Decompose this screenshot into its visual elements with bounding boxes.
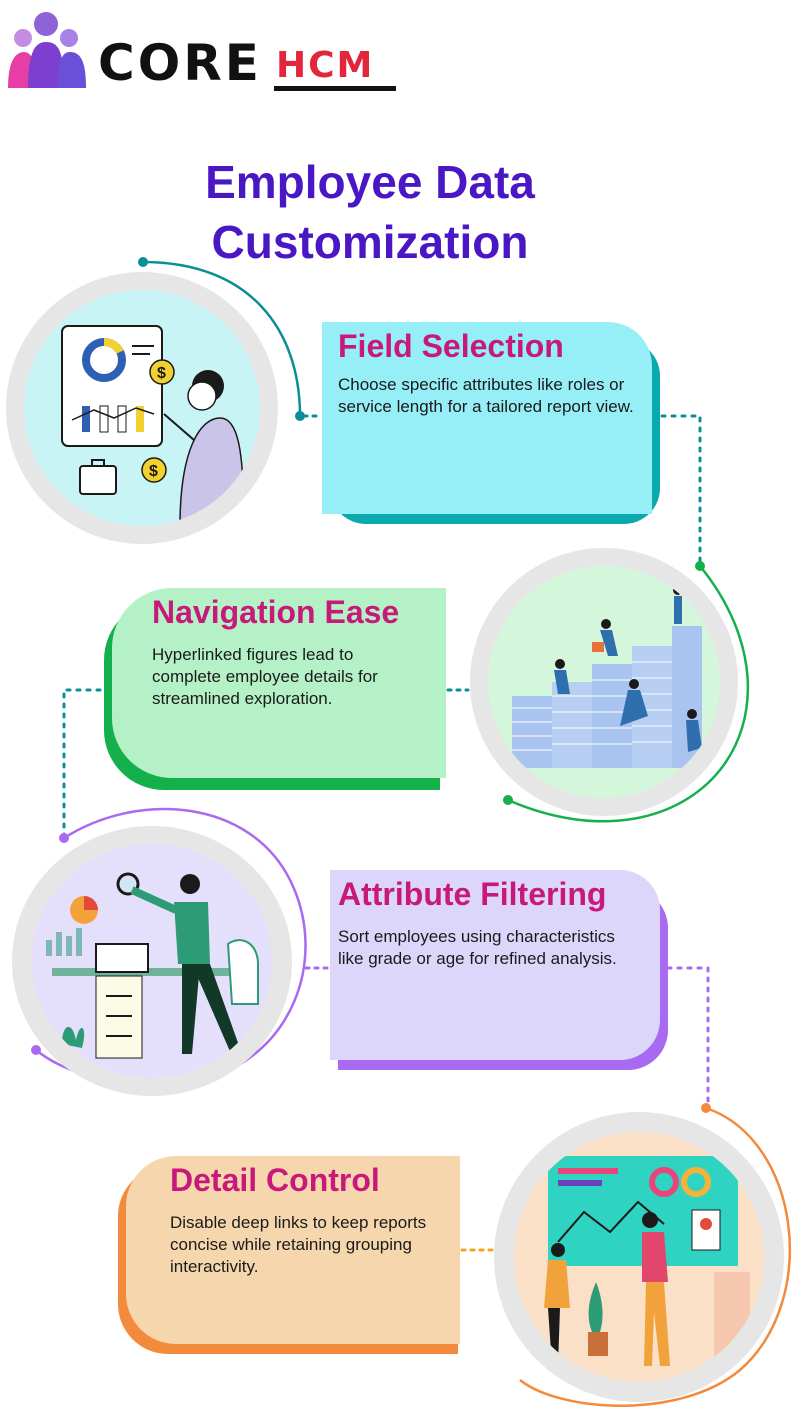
detail-control-text: Disable deep links to keep reports conci… bbox=[170, 1213, 427, 1276]
title-line-1: Employee Data bbox=[205, 156, 535, 208]
detail-control-card: Detail Control Disable deep links to kee… bbox=[126, 1156, 460, 1344]
svg-text:$: $ bbox=[149, 463, 158, 480]
navigation-ease-card: Navigation Ease Hyperlinked figures lead… bbox=[112, 588, 446, 778]
title-line-2: Customization bbox=[211, 216, 529, 268]
page-title: Employee Data Customization bbox=[150, 152, 590, 272]
field-selection-card: Field Selection Choose specific attribut… bbox=[322, 322, 652, 514]
detail-control-title: Detail Control bbox=[170, 1162, 380, 1198]
logo-underline bbox=[274, 86, 396, 91]
attribute-filtering-title: Attribute Filtering bbox=[338, 876, 607, 912]
people-logo-icon bbox=[8, 12, 86, 88]
detail-control-illustration-frame bbox=[494, 1112, 784, 1402]
brand-logo: CORE HCM bbox=[6, 8, 406, 98]
attribute-filtering-illustration-frame bbox=[12, 826, 292, 1096]
logo-core-text: CORE bbox=[98, 34, 262, 92]
financial-report-illustration: $ $ bbox=[61, 325, 245, 526]
desk-analyst-illustration bbox=[46, 872, 259, 1059]
dashboard-team-illustration bbox=[544, 1156, 750, 1366]
field-selection-text: Choose specific attributes like roles or… bbox=[338, 375, 634, 416]
attribute-filtering-card: Attribute Filtering Sort employees using… bbox=[330, 870, 660, 1060]
navigation-ease-illustration-frame bbox=[470, 548, 738, 816]
field-selection-illustration-frame: $ $ bbox=[6, 272, 278, 544]
attribute-filtering-text: Sort employees using characteristics lik… bbox=[338, 927, 617, 968]
climbing-stairs-team-illustration bbox=[512, 585, 702, 768]
navigation-ease-text: Hyperlinked figures lead to complete emp… bbox=[152, 645, 378, 708]
navigation-ease-title: Navigation Ease bbox=[152, 594, 400, 630]
logo-hcm-text: HCM bbox=[276, 45, 375, 86]
svg-text:$: $ bbox=[157, 365, 166, 382]
field-selection-title: Field Selection bbox=[338, 328, 564, 364]
